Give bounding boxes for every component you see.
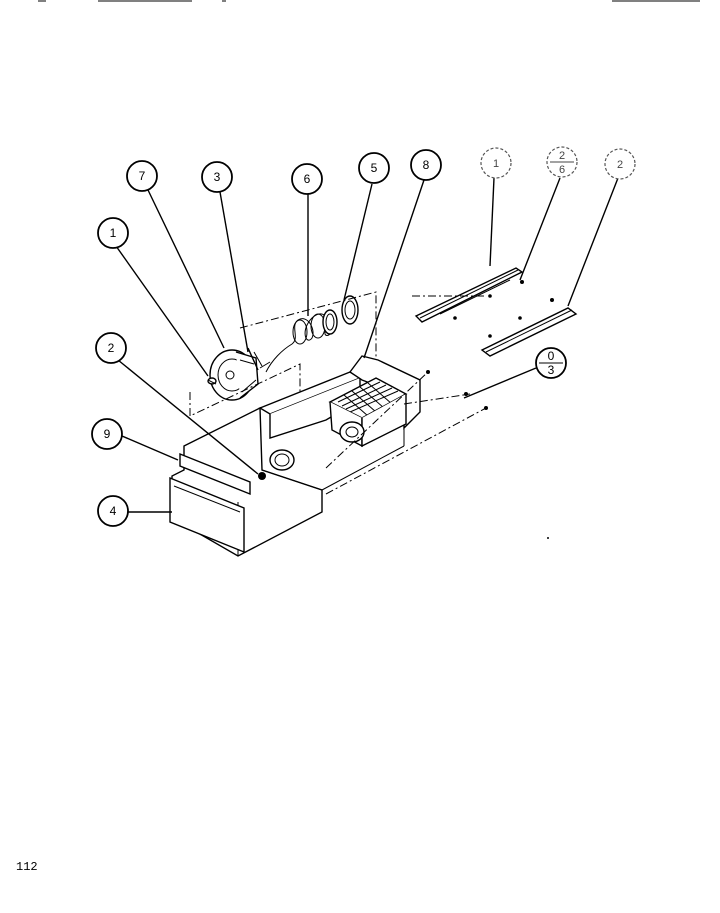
callout-3: 3 — [201, 161, 233, 193]
svg-text:8: 8 — [423, 158, 430, 172]
svg-text:6: 6 — [559, 164, 565, 176]
svg-text:2: 2 — [559, 150, 565, 162]
mounting-centerlines — [325, 295, 488, 495]
callout-5: 5 — [358, 152, 390, 184]
phantom-outline — [189, 291, 377, 417]
svg-text:7: 7 — [139, 169, 146, 183]
callout-4: 4 — [97, 495, 129, 527]
svg-text:2: 2 — [108, 341, 115, 355]
page-number: 112 — [16, 860, 38, 874]
motor-screw — [207, 377, 217, 385]
motor-assembly — [209, 349, 259, 401]
svg-text:4: 4 — [110, 504, 117, 518]
callout-8: 8 — [410, 149, 442, 181]
svg-text:1: 1 — [110, 226, 117, 240]
callout-9: 9 — [91, 418, 123, 450]
callout-0-over-3: 0 3 — [535, 347, 567, 379]
shaft-pin — [247, 347, 263, 371]
svg-text:3: 3 — [214, 170, 221, 184]
svg-text:9: 9 — [104, 427, 111, 441]
callout-6: 6 — [291, 163, 323, 195]
svg-text:5: 5 — [371, 161, 378, 175]
upper-slide-rail — [414, 267, 524, 323]
auger-end-rings — [322, 295, 359, 335]
callout-2-over-6: 2 6 — [546, 146, 578, 178]
lower-slide-rail — [480, 298, 578, 357]
stray-mark — [547, 537, 549, 539]
ice-crusher-grid — [328, 377, 408, 448]
callout-1-rail: 1 — [480, 147, 512, 179]
svg-text:6: 6 — [304, 172, 311, 186]
svg-text:1: 1 — [493, 158, 499, 170]
leader-lines — [115, 177, 619, 513]
svg-text:3: 3 — [548, 363, 555, 377]
svg-text:2: 2 — [617, 159, 623, 171]
callout-7: 7 — [126, 160, 158, 192]
callout-2-rail: 2 — [604, 148, 636, 180]
svg-text:0: 0 — [548, 349, 555, 363]
callout-2-bushing: 2 — [95, 332, 127, 364]
callout-1-motor: 1 — [97, 217, 129, 249]
